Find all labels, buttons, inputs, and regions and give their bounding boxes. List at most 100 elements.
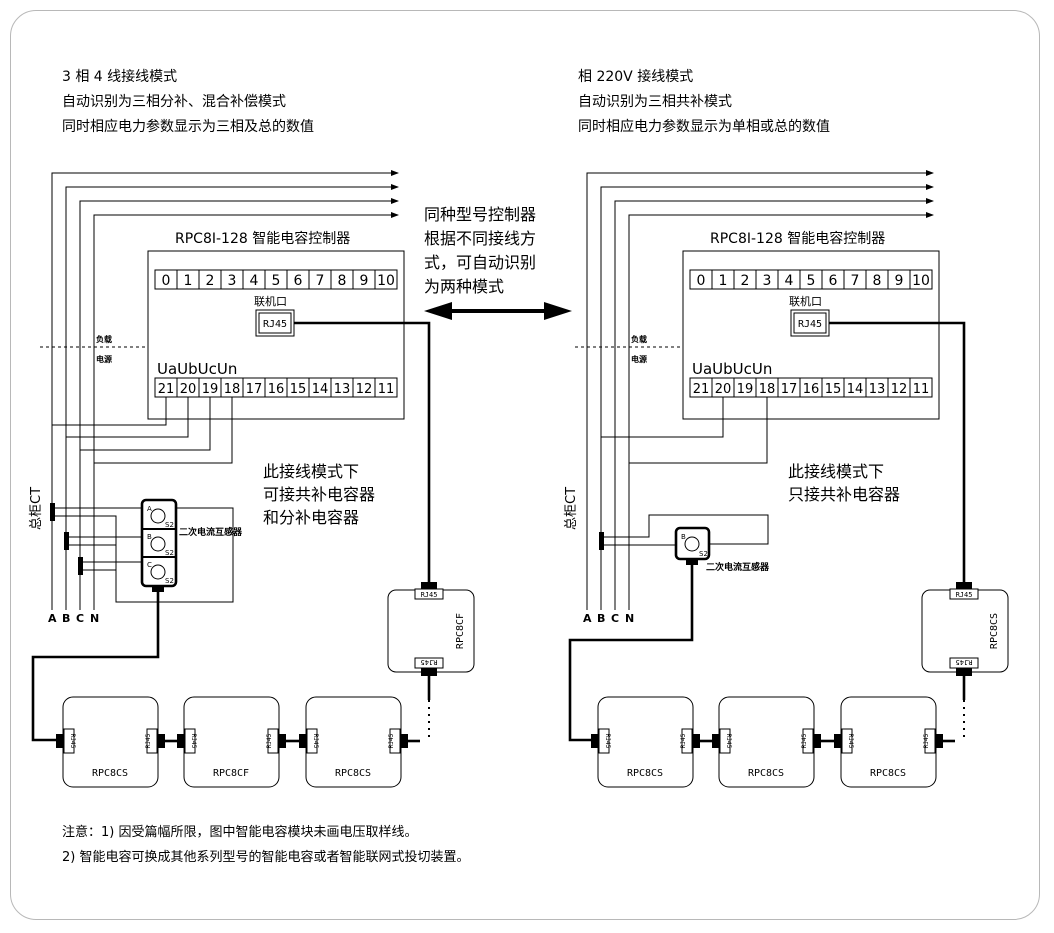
svg-text:此接线模式下: 此接线模式下 (263, 462, 359, 481)
left-voltage-wires (52, 397, 233, 464)
svg-text:式，可自动识别: 式，可自动识别 (424, 253, 536, 272)
right-link-port-label: 联机口 (789, 294, 822, 308)
svg-text:N: N (90, 612, 99, 625)
svg-text:RPC8CS: RPC8CS (92, 768, 128, 779)
svg-text:只接共补电容器: 只接共补电容器 (788, 485, 900, 504)
svg-text:RJ45: RJ45 (69, 734, 76, 749)
left-phase-labels: A B C N (48, 612, 99, 625)
svg-text:为两种模式: 为两种模式 (424, 277, 504, 296)
svg-text:8: 8 (338, 273, 347, 289)
svg-text:RJ45: RJ45 (801, 733, 808, 748)
right-title-line-1: 相 220V 接线模式 (578, 68, 693, 85)
svg-text:RPC8CF: RPC8CF (455, 613, 466, 649)
svg-text:4: 4 (250, 273, 259, 289)
svg-text:此接线模式下: 此接线模式下 (788, 462, 884, 481)
svg-text:5: 5 (807, 273, 816, 289)
footer-note-2: 2) 智能电容可换成其他系列型号的智能电容或者智能联网式投切装置。 (62, 849, 469, 865)
svg-text:9: 9 (360, 273, 369, 289)
svg-text:16: 16 (803, 382, 820, 397)
svg-text:RPC8CS: RPC8CS (335, 768, 371, 779)
left-ct-comm-wire (31, 592, 160, 742)
svg-text:2: 2 (741, 273, 750, 289)
svg-text:13: 13 (334, 382, 351, 397)
right-aux-ct: B S2 (674, 526, 711, 565)
left-terminals-top: 0 1 2 3 4 5 6 7 8 9 10 (154, 269, 398, 290)
svg-text:15: 15 (825, 382, 842, 397)
svg-text:B: B (597, 612, 605, 625)
svg-text:17: 17 (781, 382, 798, 397)
svg-text:A: A (48, 612, 57, 625)
svg-text:16: 16 (268, 382, 285, 397)
svg-text:和分补电容器: 和分补电容器 (263, 508, 359, 527)
svg-text:RJ45: RJ45 (145, 733, 152, 748)
left-ct-wires (55, 507, 234, 603)
left-bottom-modules: RJ45 RJ45 RJ45 RJ45 RJ45 RJ45 RPC8CS RPC… (56, 696, 420, 788)
svg-text:RJ45: RJ45 (604, 734, 611, 749)
svg-text:15: 15 (290, 382, 307, 397)
svg-text:0: 0 (162, 273, 171, 289)
svg-text:RJ45: RJ45 (956, 658, 973, 666)
svg-text:RJ45: RJ45 (725, 734, 732, 749)
svg-text:RJ45: RJ45 (798, 319, 822, 330)
svg-text:RPC8CS: RPC8CS (989, 613, 1000, 649)
svg-text:RJ45: RJ45 (266, 733, 273, 748)
svg-text:18: 18 (759, 382, 776, 397)
svg-text:RPC8CS: RPC8CS (870, 768, 906, 779)
left-source-label: 电源 (96, 354, 112, 364)
double-arrow (424, 302, 572, 320)
left-panel: 3 相 4 线接线模式 自动识别为三相分补、混合补偿模式 同时相应电力参数显示为… (29, 68, 475, 788)
right-bottom-modules: RJ45 RJ45 RJ45 RJ45 RJ45 RJ45 RPC8CS RPC… (591, 696, 955, 788)
left-aux-ct-group: A B C S2 S2 S2 (140, 498, 178, 592)
svg-text:21: 21 (158, 382, 175, 397)
left-bus-lines (51, 170, 399, 610)
svg-text:17: 17 (246, 382, 263, 397)
svg-text:20: 20 (715, 382, 732, 397)
left-mode-note: 此接线模式下 可接共补电容器 和分补电容器 (263, 462, 375, 527)
svg-text:RPC8CF: RPC8CF (213, 768, 249, 779)
svg-text:B: B (62, 612, 70, 625)
left-main-ct (50, 503, 83, 575)
svg-text:N: N (625, 612, 634, 625)
svg-text:A: A (147, 505, 152, 513)
center-note: 同种型号控制器 根据不同接线方 式，可自动识别 为两种模式 (424, 205, 536, 296)
right-terminals-top: 0 1 2 3 4 5 6 7 8 9 10 (689, 269, 933, 290)
svg-text:0: 0 (697, 273, 706, 289)
right-bus-lines (586, 170, 934, 610)
svg-text:C: C (76, 612, 84, 625)
right-title-line-2: 自动识别为三相共补模式 (578, 94, 732, 110)
right-link-wire (829, 321, 966, 585)
left-load-label: 负载 (96, 334, 112, 344)
left-voltage-label: UaUbUcUn (157, 360, 237, 378)
right-phase-labels: A B C N (583, 612, 634, 625)
right-panel: 相 220V 接线模式 自动识别为三相共补模式 同时相应电力参数显示为单相或总的… (564, 68, 1009, 788)
right-controller-title: RPC8I-128 智能电容控制器 (710, 230, 885, 247)
svg-text:RPC8CS: RPC8CS (748, 768, 784, 779)
svg-text:C: C (611, 612, 619, 625)
svg-text:A: A (583, 612, 592, 625)
svg-text:21: 21 (693, 382, 710, 397)
svg-text:19: 19 (202, 382, 219, 397)
svg-text:B: B (147, 533, 152, 541)
svg-text:20: 20 (180, 382, 197, 397)
svg-text:S2: S2 (165, 521, 174, 529)
svg-text:11: 11 (913, 382, 930, 397)
svg-text:RPC8CS: RPC8CS (627, 768, 663, 779)
right-voltage-label: UaUbUcUn (692, 360, 772, 378)
svg-text:RJ45: RJ45 (263, 319, 287, 330)
svg-text:RJ45: RJ45 (312, 734, 319, 749)
left-link-port-label: 联机口 (254, 294, 287, 308)
svg-text:14: 14 (847, 382, 864, 397)
svg-text:RJ45: RJ45 (680, 733, 687, 748)
svg-text:3: 3 (763, 273, 772, 289)
svg-text:RJ45: RJ45 (847, 734, 854, 749)
svg-text:13: 13 (869, 382, 886, 397)
right-side-module: RJ45 RJ45 RPC8CS (921, 582, 1009, 676)
right-ct-comm-wire (568, 565, 694, 742)
right-ct-wires (604, 514, 769, 546)
right-source-label: 电源 (631, 354, 647, 364)
footer-note-1: 注意：1) 因受篇幅所限，图中智能电容模块未画电压取样线。 (62, 824, 417, 840)
svg-text:RJ45: RJ45 (421, 658, 438, 666)
left-title-line-2: 自动识别为三相分补、混合补偿模式 (62, 94, 286, 110)
right-main-ct (599, 532, 604, 550)
svg-text:2: 2 (206, 273, 215, 289)
